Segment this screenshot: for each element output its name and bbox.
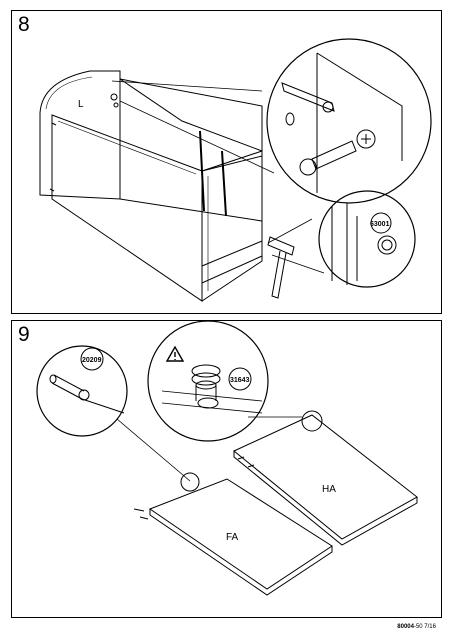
cam-part-label: 31643: [230, 377, 250, 384]
part-label-circle: [370, 212, 392, 234]
part-number-label: 63001: [370, 221, 390, 228]
step-9-panel: 9: [11, 320, 442, 618]
dowel-part-label: 20209: [82, 357, 102, 364]
document-code: 80004-50 7/16: [397, 624, 436, 630]
cam-lock-detail: [356, 129, 376, 149]
back-panel: [119, 78, 263, 222]
step-8-panel: 8: [11, 10, 442, 314]
step-number: 8: [18, 13, 30, 36]
board-ha-label: HA: [322, 484, 336, 495]
hammer-head: [267, 236, 295, 256]
step-number: 9: [18, 323, 30, 346]
board-ha: [233, 414, 418, 540]
hammer-handle: [271, 250, 287, 299]
step-8-illustration: L 63001: [39, 38, 432, 302]
side-panel-left: [39, 70, 121, 200]
detail-circle-top: [266, 38, 432, 204]
doc-revision: -50 7/16: [413, 624, 436, 630]
detail-circle-dowel: [36, 345, 128, 437]
board-fa-label: FA: [226, 532, 239, 543]
detail-circle-cam: [147, 321, 269, 442]
side-panel-label: L: [78, 99, 84, 110]
dowel-detail: [281, 82, 335, 112]
step-9-illustration: 20209 31643 HA FA: [36, 321, 418, 596]
warning-icon: [165, 345, 185, 362]
detail-circle-bottom: [318, 190, 416, 288]
doc-number: 80004: [397, 624, 414, 630]
